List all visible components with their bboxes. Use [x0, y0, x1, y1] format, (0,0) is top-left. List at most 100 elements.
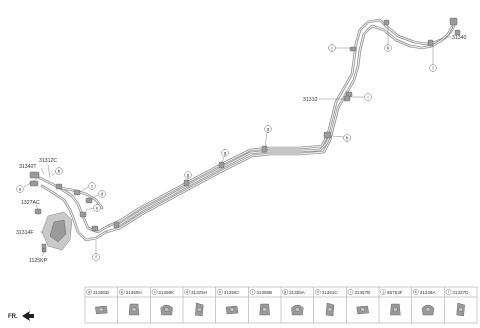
legend-letter: k	[415, 290, 417, 294]
callout-g-2: g	[221, 149, 229, 157]
legend-part-highlight	[360, 307, 365, 312]
legend-letter-circle	[151, 289, 158, 295]
legend-part-highlight	[393, 307, 398, 312]
legend-part-highlight	[229, 307, 235, 312]
fitting-31310	[343, 95, 351, 102]
svg-text:g: g	[267, 127, 270, 132]
front-direction-marker: FR.	[8, 311, 34, 321]
legend-part-highlight	[425, 307, 431, 312]
svg-text:c: c	[91, 184, 94, 189]
legend-letter-circle	[119, 289, 125, 295]
legend-part-highlight	[197, 307, 202, 312]
legend-letter: c	[154, 290, 156, 294]
callout-a: a	[16, 185, 24, 193]
legend-letter: f	[252, 290, 254, 294]
callout-g-1: g	[184, 171, 192, 179]
legend-letter-circle	[184, 289, 190, 295]
legend-letter-circle	[413, 289, 419, 295]
legend-letter-circle	[445, 289, 452, 295]
legend-part-code: 31357B	[354, 290, 370, 295]
label-31310: 31310	[303, 97, 318, 103]
callout-d: d	[98, 190, 106, 198]
svg-text:j: j	[330, 46, 332, 51]
legend-part-code: 31360H	[126, 290, 142, 295]
legend-letter: l	[448, 290, 449, 294]
callout-circles: a b c d e f g g g h i j k l	[16, 44, 437, 261]
pipe-clips	[55, 19, 434, 232]
legend-letter: i	[350, 290, 351, 294]
svg-text:i: i	[367, 95, 368, 100]
legend-part-code: 31327D	[452, 290, 469, 295]
legend-part-highlight	[295, 307, 300, 312]
callout-e: e	[93, 204, 101, 212]
legend-part-highlight	[262, 307, 267, 312]
svg-text:a: a	[19, 187, 22, 192]
legend-letter-circle	[86, 289, 92, 295]
legend-part-highlight	[164, 307, 169, 312]
svg-text:f: f	[95, 255, 97, 260]
label-31340: 31340	[452, 35, 467, 41]
legend-letter: j	[382, 290, 384, 294]
label-31312c: 31312C	[39, 158, 57, 164]
svg-text:k: k	[387, 46, 390, 51]
legend-part-code: 31355A	[289, 290, 306, 295]
callout-l: l	[429, 64, 437, 72]
legend-letter-circle	[315, 289, 321, 295]
svg-text:g: g	[224, 151, 227, 156]
legend-letter-circle	[249, 289, 256, 295]
legend-part-code: 31359J	[224, 290, 239, 295]
legend-letter: a	[88, 290, 91, 294]
part-number-labels: 31340 31310 31312C 31340T 1327AC 31314F …	[16, 35, 467, 264]
legend-part-highlight	[131, 307, 137, 312]
legend-part-highlight	[327, 307, 333, 312]
callout-k: k	[384, 44, 392, 52]
legend-letter-circle	[282, 289, 289, 295]
label-1327ac: 1327AC	[21, 200, 40, 206]
rear-connector	[449, 17, 461, 36]
legend-letter: b	[121, 290, 123, 294]
callout-h: h	[343, 134, 351, 142]
svg-text:b: b	[58, 169, 61, 174]
callout-j: j	[328, 44, 336, 52]
fuel-filter-assembly	[29, 171, 73, 253]
legend-part-code: 31358B	[256, 290, 272, 295]
legend-letter: d	[186, 290, 188, 294]
fuel-pipe-bundle	[38, 18, 457, 242]
svg-text:h: h	[346, 136, 349, 141]
legend-letter-circle	[347, 289, 354, 295]
label-31314f: 31314F	[16, 230, 34, 236]
legend-part-code: 31351C	[322, 290, 339, 295]
legend-part-code: 31325H	[191, 290, 207, 295]
svg-text:d: d	[101, 192, 104, 197]
direction-arrow-icon	[22, 311, 34, 321]
callout-b: b	[55, 167, 63, 175]
legend-part-highlight	[458, 307, 463, 312]
legend-part-code: 31338A	[420, 290, 437, 295]
legend-part-code: 31355D	[93, 290, 110, 295]
legend-letter-circle	[380, 289, 387, 295]
svg-text:g: g	[187, 173, 190, 178]
legend-letter: e	[219, 290, 221, 294]
callout-i: i	[364, 93, 372, 101]
direction-label: FR.	[8, 314, 18, 320]
label-1125kp: 1125KP	[29, 258, 48, 264]
callout-c: c	[88, 182, 96, 190]
svg-text:e: e	[96, 206, 99, 211]
legend-part-code: 58753F	[387, 290, 403, 295]
label-31340t: 31340T	[19, 164, 37, 170]
callout-f: f	[92, 253, 100, 261]
legend-letter: h	[317, 290, 319, 294]
callout-g-3: g	[264, 125, 272, 133]
